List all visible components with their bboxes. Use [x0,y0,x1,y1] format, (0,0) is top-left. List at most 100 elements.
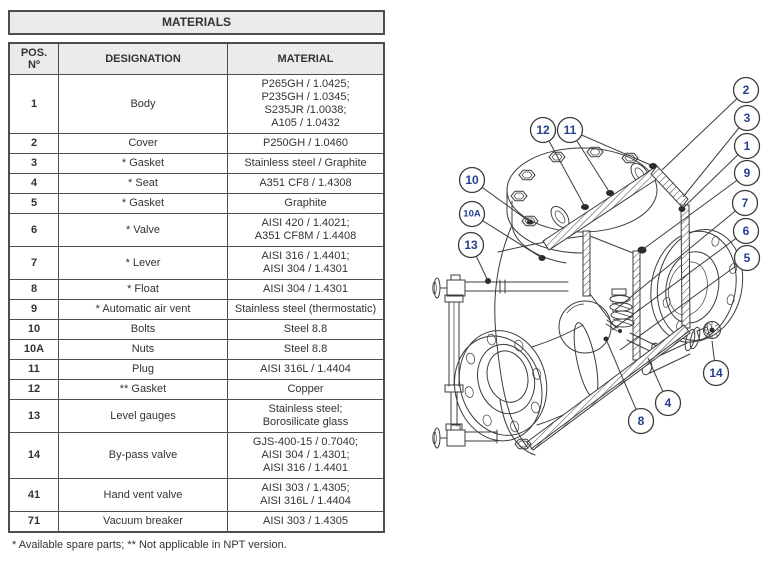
table-header-row: POS. Nº DESIGNATION MATERIAL [8,42,385,75]
pos-cell: 2 [8,133,59,154]
designation-cell: Vacuum breaker [58,511,228,533]
callout-balloon-14 [702,359,730,387]
pos-cell: 1 [8,74,59,134]
leader-line [681,145,748,210]
pos-cell: 13 [8,399,59,433]
callout-label: 6 [743,224,750,238]
callout-balloon-12 [529,116,557,144]
leader-line [611,230,747,331]
callout-label: 5 [744,251,751,265]
designation-cell: * Valve [58,213,228,247]
leader-line [471,213,543,259]
callout-label: 12 [536,123,550,137]
assembly-diagram: 2 3 1 9 7 6 5 12 11 10 10A 13 14 4 8 [390,0,773,574]
pos-cell: 7 [8,246,59,280]
designation-cell: Level gauges [58,399,228,433]
callout-balloon-10A [458,200,486,228]
callout-label: 4 [665,396,672,410]
designation-cell: * Gasket [58,193,228,214]
callout-balloon-7 [731,189,759,217]
callout-label: 3 [744,111,751,125]
designation-cell: Nuts [58,339,228,360]
callout-balloon-6 [732,217,760,245]
material-cell: Stainless steel;Borosilicate glass [227,399,385,433]
callout-label: 10A [463,209,481,220]
callout-balloon-4 [654,389,682,417]
designation-cell: By-pass valve [58,432,228,479]
designation-cell: * Lever [58,246,228,280]
callout-balloon-3 [733,104,761,132]
designation-cell: * Gasket [58,153,228,174]
assembly-diagram-svg: 2 3 1 9 7 6 5 12 11 10 10A 13 14 4 8 [432,76,761,456]
callout-label: 9 [744,166,751,180]
leader-line [542,129,586,208]
table-footnote: * Available spare parts; ** Not applicab… [12,539,287,551]
header-designation: DESIGNATION [58,42,228,75]
pos-cell: 9 [8,299,59,320]
material-cell: AISI 304 / 1.4301 [227,279,385,300]
callout-label: 10 [465,173,479,187]
pos-cell: 71 [8,511,59,533]
material-cell: Stainless steel (thermostatic) [227,299,385,320]
bottom-section-band [514,324,691,451]
material-cell: GJS-400-15 / 0.7040;AISI 304 / 1.4301;AI… [227,432,385,479]
material-cell: A351 CF8 / 1.4308 [227,173,385,194]
pos-cell: 10A [8,339,59,360]
callout-label: 7 [742,196,749,210]
callout-balloon-2 [732,76,760,104]
callout-label: 11 [564,123,577,137]
body-part [494,224,585,456]
material-cell: AISI 303 / 1.4305;AISI 316L / 1.4404 [227,478,385,512]
table-title: MATERIALS [8,10,385,35]
callout-balloon-1 [733,132,761,160]
designation-cell: Hand vent valve [58,478,228,512]
pos-cell: 6 [8,213,59,247]
callout-label: 8 [638,414,645,428]
callout-balloon-5 [733,244,761,272]
pos-cell: 5 [8,193,59,214]
leader-line [641,172,748,251]
designation-cell: Body [58,74,228,134]
bypass-valve [641,321,721,376]
callout-label: 2 [743,83,750,97]
pos-cell: 14 [8,432,59,479]
pos-cell: 12 [8,379,59,400]
header-pos: POS. Nº [8,42,59,75]
callout-label: 14 [709,366,723,380]
pos-cell: 3 [8,153,59,174]
material-cell: P250GH / 1.0460 [227,133,385,154]
material-cell: AISI 316 / 1.4401;AISI 304 / 1.4301 [227,246,385,280]
header-material: MATERIAL [227,42,385,75]
callout-balloon-10 [458,166,486,194]
pos-cell: 11 [8,359,59,380]
material-cell: AISI 316L / 1.4404 [227,359,385,380]
pos-cell: 4 [8,173,59,194]
callout-balloon-13 [457,231,485,259]
material-cell: Graphite [227,193,385,214]
float-part [558,300,612,354]
callout-label: 13 [464,238,478,252]
designation-cell: ** Gasket [58,379,228,400]
section-cut-walls [542,165,691,329]
bypass-knurled-knob [703,321,721,339]
callout-label: 1 [744,139,751,153]
callout-balloon-11 [556,116,584,144]
callout-balloon-8 [627,407,655,435]
pos-cell: 41 [8,478,59,512]
pos-cell: 10 [8,319,59,340]
